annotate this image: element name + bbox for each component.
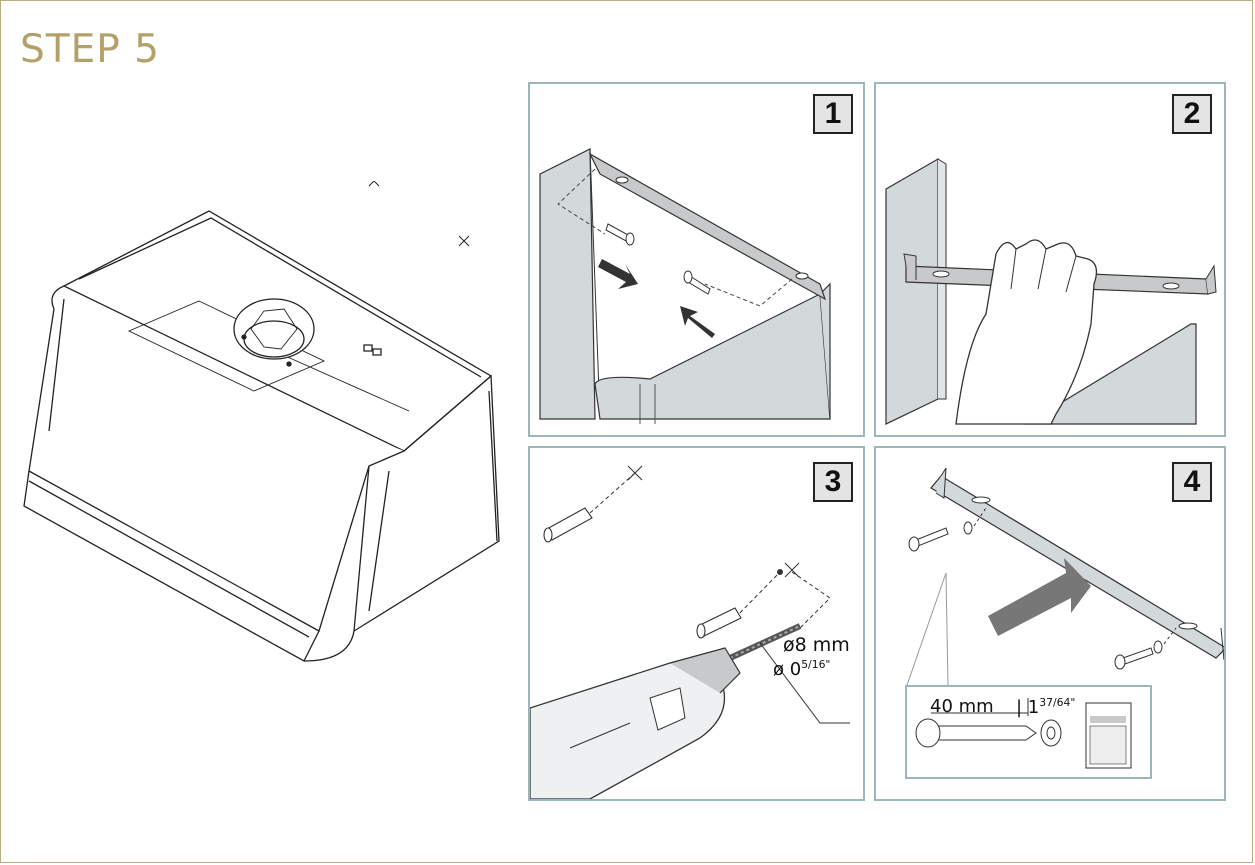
range-hood-illustration [23,181,500,662]
panel-step-2: 2 [874,82,1226,437]
step-number-badge: 1 [813,94,853,134]
drill-size-mm: ø8 mm [783,634,850,656]
bracket-fixing-illustration [905,467,1224,779]
bracket-screw-illustration [539,148,831,424]
step-title: STEP 5 [20,27,160,72]
hand-holding-bracket-illustration [885,157,1217,425]
panel-step-1: 1 [528,82,865,437]
panel-step-3: 3 ø8 mm ø 05/16" [528,446,865,801]
step-number-badge: 2 [1172,94,1212,134]
screw-length-in: | 137/64" [1016,696,1076,718]
screw-length-mm: 40 mm [930,696,994,717]
step-number-badge: 3 [813,462,853,502]
drill-and-wall-plug-illustration [530,465,850,799]
step-number-badge: 4 [1172,462,1212,502]
panel-step-4: 4 40 mm | 137/64" [874,446,1226,801]
drill-size-in: ø 05/16" [773,658,831,680]
